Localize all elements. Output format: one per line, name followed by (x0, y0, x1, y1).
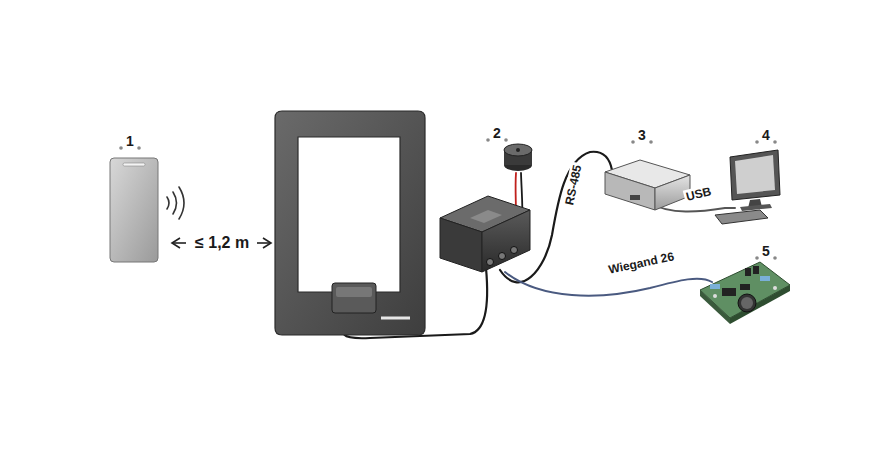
callout-number: 1 (126, 134, 134, 148)
computer (715, 150, 780, 224)
controller-box (440, 196, 530, 272)
controller-board (700, 262, 790, 324)
buzzer (504, 144, 532, 171)
callout-number: 3 (638, 128, 646, 142)
rfid-card (110, 158, 158, 262)
callout-number: 2 (493, 126, 501, 140)
rs485-usb-converter (605, 160, 690, 210)
antenna-frame (275, 111, 425, 335)
signal-label: RS-485 (562, 162, 585, 209)
callout-number: 5 (762, 244, 770, 258)
signal-label: Wiegand 26 (605, 249, 677, 277)
dimension-label: ≤ 1,2 m (195, 235, 249, 251)
callout-number: 4 (762, 128, 770, 142)
radio-waves (167, 187, 184, 219)
